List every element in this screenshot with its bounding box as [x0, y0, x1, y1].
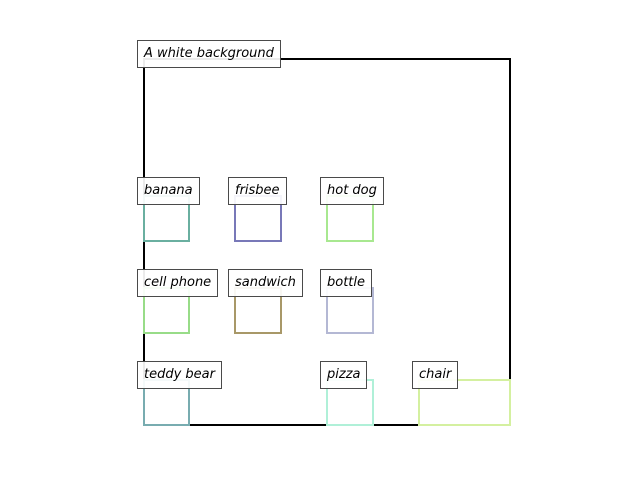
teddy-bear-label: teddy bear [137, 361, 222, 389]
bottle-label: bottle [320, 269, 373, 297]
sandwich-label: sandwich [228, 269, 303, 297]
pizza-label: pizza [320, 361, 368, 389]
frisbee-label: frisbee [228, 177, 287, 205]
chair-box [418, 379, 511, 426]
banana-label: banana [137, 177, 200, 205]
hot-dog-label: hot dog [320, 177, 384, 205]
chair-label: chair [412, 361, 459, 389]
cell-phone-label: cell phone [137, 269, 219, 297]
scene-label: A white background [137, 40, 281, 68]
